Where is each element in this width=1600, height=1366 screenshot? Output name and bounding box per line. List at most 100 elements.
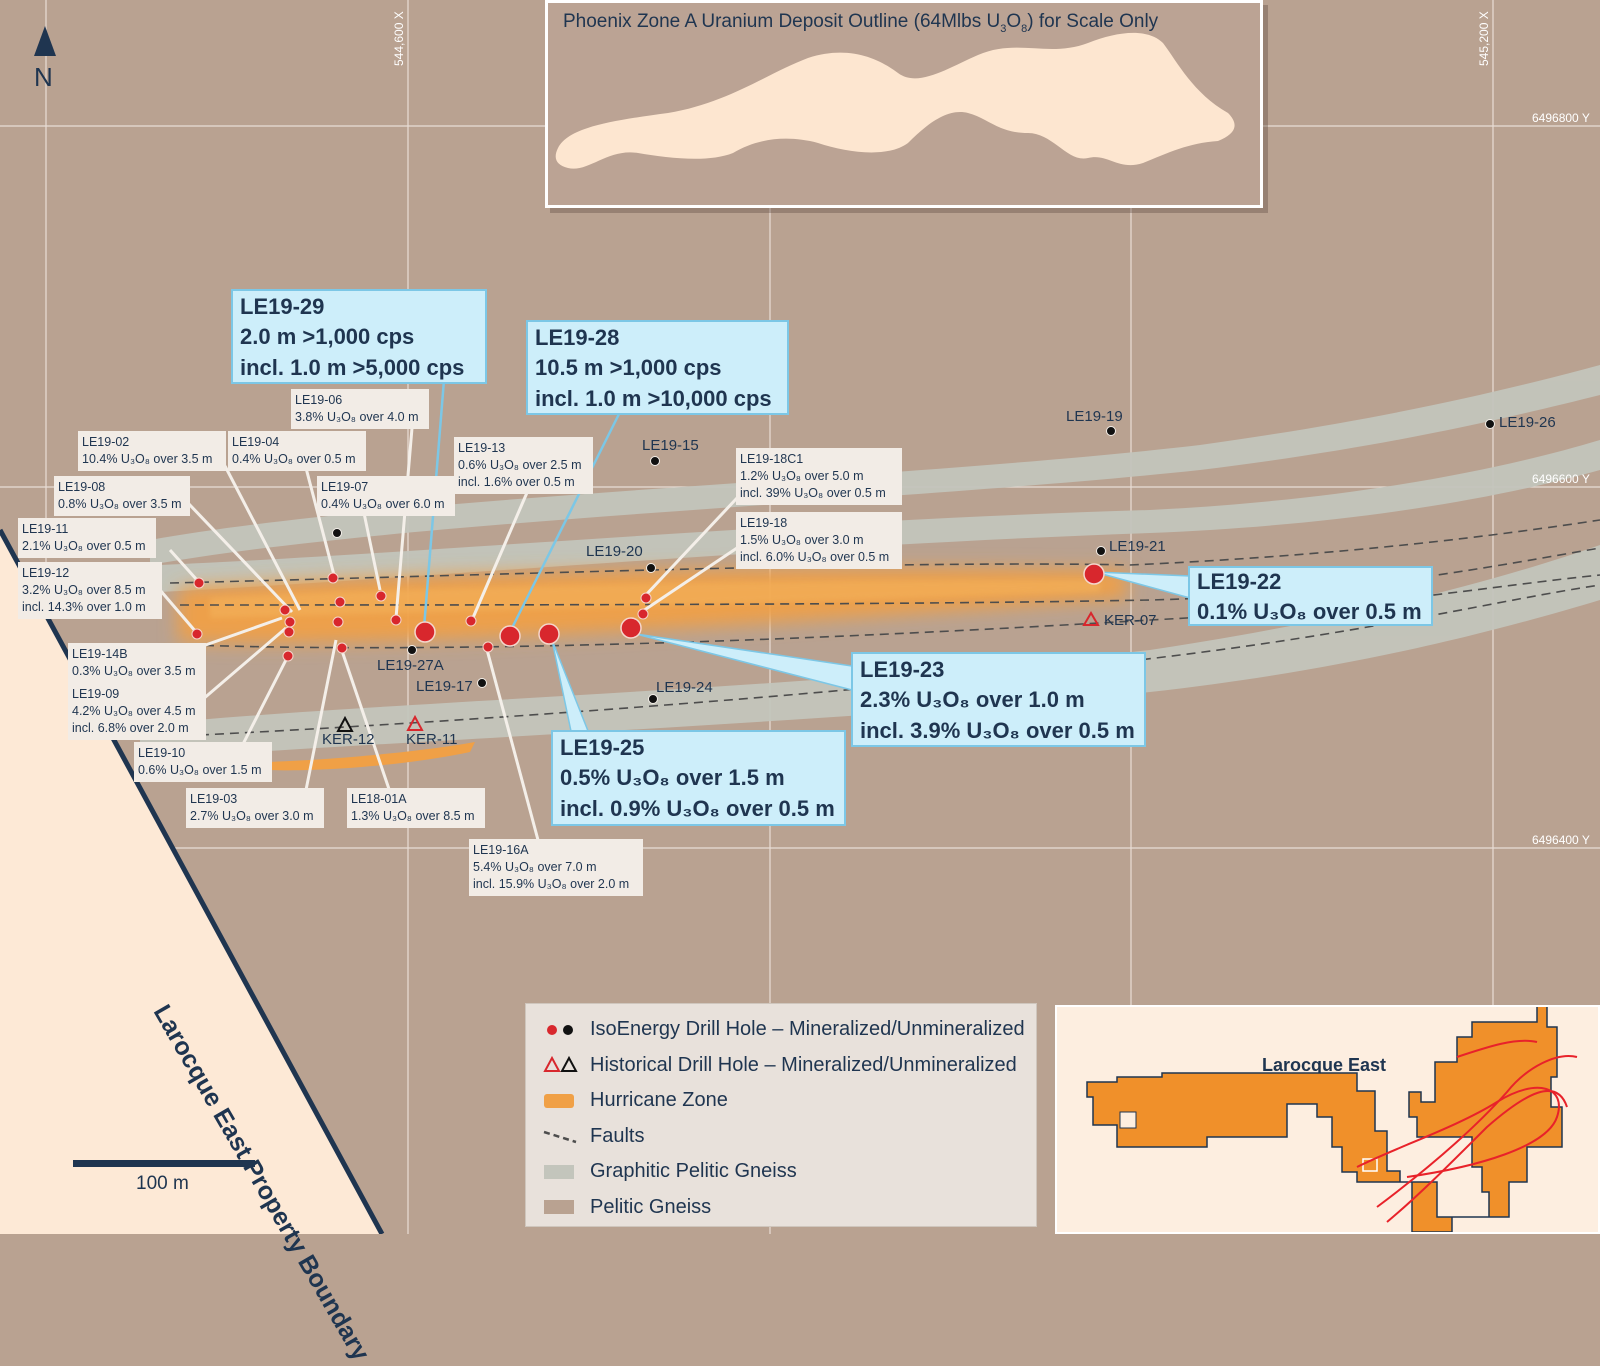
inset-property-map: [1086, 1007, 1578, 1232]
leader-line: [186, 501, 294, 614]
hole-name-le19-19: LE19-19: [1066, 408, 1123, 425]
coord-x-2: 545,200 X: [1477, 11, 1491, 66]
phoenix-deposit-panel: Phoenix Zone A Uranium Deposit Outline (…: [545, 0, 1263, 208]
conductor-line: [1386, 1089, 1568, 1223]
leader-line: [223, 465, 302, 611]
label-le19-02: LE19-02 10.4% U₃O₈ over 3.5 m: [78, 431, 226, 471]
coord-x-1: 544,600 X: [392, 11, 406, 66]
hole-id: LE19-11: [22, 522, 69, 536]
red-circle-icon: [336, 642, 348, 654]
hurricane-swatch: [544, 1093, 574, 1108]
deposit-outline: [555, 32, 1235, 169]
hole-id: LE19-14B: [72, 647, 128, 661]
fault-swatch: [543, 1131, 577, 1144]
hole-id: LE19-13: [458, 441, 506, 455]
callout-le19-29: LE19-29 2.0 m >1,000 cps incl. 1.0 m >5,…: [231, 289, 487, 384]
black-circle-icon: [1106, 426, 1116, 436]
legend-label: Hurricane Zone: [590, 1089, 728, 1112]
black-triangle-icon: [336, 715, 354, 732]
hole-name-le19-17: LE19-17: [416, 678, 473, 695]
callout-line: 0.1% U₃O₈ over 0.5 m: [1197, 599, 1422, 624]
hole-assay: 0.4% U₃O₈ over 6.0 m: [321, 497, 445, 511]
hole-id: LE19-18: [740, 516, 788, 530]
hole-name-ker-07: KER-07: [1104, 612, 1157, 629]
hole-id: LE19-06: [295, 393, 343, 407]
black-circle-icon: [407, 645, 417, 655]
callout-line: 2.0 m >1,000 cps: [240, 324, 415, 349]
callout-title: LE19-25: [560, 735, 645, 760]
graphitic-swatch: [544, 1164, 574, 1179]
hole-assay: 10.4% U₃O₈ over 3.5 m: [82, 452, 213, 466]
hole-assay: 1.5% U₃O₈ over 3.0 m: [740, 533, 864, 547]
callout-line: incl. 3.9% U₃O₈ over 0.5 m: [860, 718, 1135, 743]
label-le19-14b: LE19-14B 0.3% U₃O₈ over 3.5 m: [68, 643, 206, 683]
hole-assay: 0.6% U₃O₈ over 2.5 m: [458, 458, 582, 472]
hole-assay: 3.8% U₃O₈ over 4.0 m: [295, 410, 419, 424]
legend-historical-symbol: [536, 1053, 584, 1077]
red-triangle-icon: [1082, 611, 1100, 626]
label-le19-08: LE19-08 0.8% U₃O₈ over 3.5 m: [54, 476, 190, 516]
inset-title: Larocque East: [1262, 1055, 1387, 1075]
conductor-line: [1356, 1086, 1560, 1178]
fault-line: [169, 519, 1600, 584]
red-circle-icon: [375, 590, 387, 602]
gneiss-band-upper: [150, 365, 1600, 565]
legend-faults: Faults: [536, 1119, 1026, 1155]
property-gap: [1119, 1111, 1137, 1129]
hole-id: LE19-07: [321, 480, 369, 494]
red-circle-icon: [499, 625, 521, 647]
label-le19-03: LE19-03 2.7% U₃O₈ over 3.0 m: [186, 788, 324, 828]
black-circle-icon: [477, 678, 487, 688]
leader-line: [642, 496, 739, 599]
fault-line: [189, 574, 1600, 649]
unmineralized-drill-holes: [332, 419, 1495, 704]
hole-assay: 0.6% U₃O₈ over 1.5 m: [138, 763, 262, 777]
hole-id: LE19-03: [190, 792, 238, 806]
property-boundary-line: [0, 528, 385, 1236]
red-circle-icon: [414, 621, 436, 643]
hole-id: LE19-10: [138, 746, 186, 760]
callout-line: 10.5 m >1,000 cps: [535, 355, 722, 380]
hole-assay: incl. 6.8% over 2.0 m: [72, 721, 189, 735]
black-circle-icon: [646, 563, 656, 573]
leader-line: [394, 427, 414, 619]
red-circle-icon: [283, 626, 295, 638]
red-circle-icon: [332, 616, 344, 628]
deposit-outline-shape: [555, 32, 1235, 169]
label-le19-10: LE19-10 0.6% U₃O₈ over 1.5 m: [134, 742, 272, 782]
callout-line: incl. 1.0 m >10,000 cps: [535, 386, 772, 411]
legend-label: Graphitic Pelitic Gneiss: [590, 1160, 797, 1183]
hole-name-le19-20: LE19-20: [586, 543, 643, 560]
legend-faults-symbol: [536, 1124, 584, 1148]
hole-assay: 5.4% U₃O₈ over 7.0 m: [473, 860, 597, 874]
legend-label: IsoEnergy Drill Hole – Mineralized/Unmin…: [590, 1018, 1025, 1041]
label-le19-18c1: LE19-18C1 1.2% U₃O₈ over 5.0 m incl. 39%…: [736, 448, 902, 505]
hole-name-le19-15: LE19-15: [642, 437, 699, 454]
red-circle-icon: [640, 592, 652, 604]
graphitic-pelitic-gneiss: [140, 365, 1600, 760]
hole-name-le19-24: LE19-24: [656, 679, 713, 696]
hole-assay: 2.1% U₃O₈ over 0.5 m: [22, 539, 146, 553]
leader-lines: [158, 427, 739, 841]
hole-name-ker-12: KER-12: [322, 731, 375, 748]
hole-assay: 1.3% U₃O₈ over 8.5 m: [351, 809, 475, 823]
callout-le19-25: LE19-25 0.5% U₃O₈ over 1.5 m incl. 0.9% …: [551, 730, 846, 826]
hole-id: LE19-04: [232, 435, 280, 449]
red-circle-icon: [279, 604, 291, 616]
scale-label: 100 m: [136, 1173, 189, 1194]
legend-historical: Historical Drill Hole – Mineralized/Unmi…: [536, 1048, 1026, 1084]
black-circle-icon: [332, 528, 342, 538]
red-circle-icon: [390, 614, 402, 626]
hole-name-ker-11: KER-11: [406, 731, 458, 748]
legend-drill-symbol: [536, 1018, 584, 1042]
red-triangle-icon: [543, 1056, 561, 1073]
callout-le19-23: LE19-23 2.3% U₃O₈ over 1.0 m incl. 3.9% …: [851, 652, 1146, 747]
red-circle-icon: [465, 615, 477, 627]
hole-assay: incl. 14.3% over 1.0 m: [22, 600, 146, 614]
hole-id: LE19-08: [58, 480, 106, 494]
red-circle-icon: [538, 623, 560, 645]
property-outline: [1086, 1007, 1563, 1232]
legend-hurricane: Hurricane Zone: [536, 1083, 1026, 1119]
legend-pelitic-symbol: [536, 1195, 584, 1219]
